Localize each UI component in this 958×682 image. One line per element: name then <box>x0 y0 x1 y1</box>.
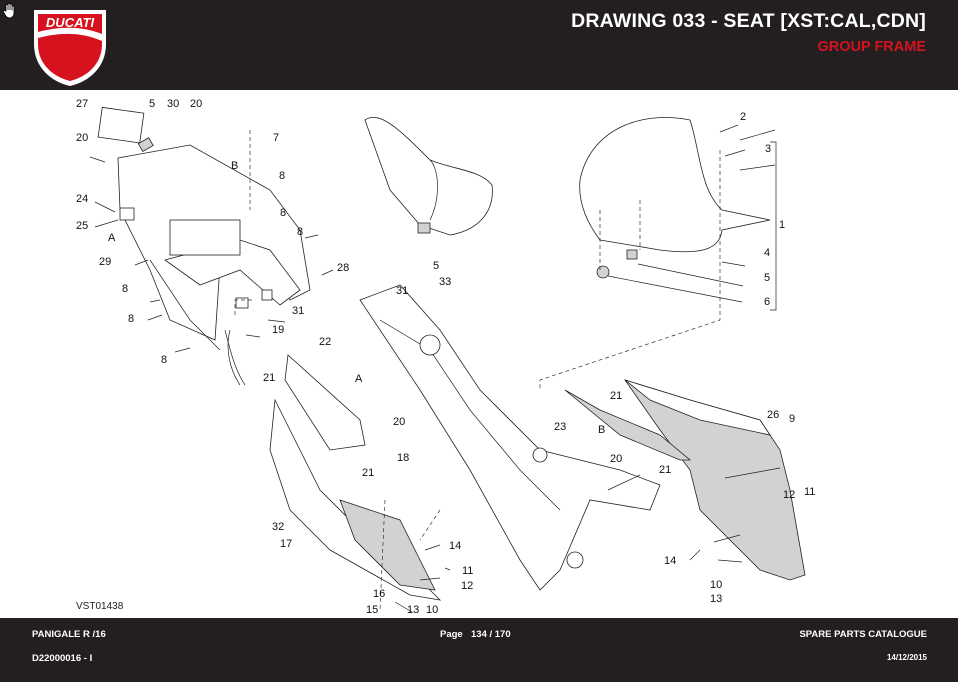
callout-13b[interactable]: 13 <box>710 593 722 605</box>
callout-8f[interactable]: 8 <box>161 354 167 366</box>
callout-5[interactable]: 5 <box>149 98 155 110</box>
callout-1[interactable]: 1 <box>779 219 785 231</box>
catalogue-code: D22000016 - I <box>32 653 93 664</box>
callout-33[interactable]: 33 <box>439 276 451 288</box>
callout-31a[interactable]: 31 <box>292 305 304 317</box>
callout-20c[interactable]: 20 <box>393 416 405 428</box>
callout-21d[interactable]: 21 <box>659 464 671 476</box>
seat-solo <box>364 117 493 236</box>
callout-13a[interactable]: 13 <box>407 604 419 616</box>
callout-16[interactable]: 16 <box>373 588 385 600</box>
callout-10b[interactable]: 10 <box>710 579 722 591</box>
drawing-title: DRAWING 033 - SEAT [XST:CAL,CDN] <box>571 10 926 32</box>
model-name: PANIGALE R /16 <box>32 629 106 640</box>
callout-22[interactable]: 22 <box>319 336 331 348</box>
callout-21b[interactable]: 21 <box>362 467 374 479</box>
ducati-logo[interactable]: DUCATI <box>30 4 110 88</box>
callout-11a[interactable]: 11 <box>462 565 473 577</box>
callout-8e[interactable]: 8 <box>128 313 134 325</box>
tail-frame-left <box>97 106 311 386</box>
callout-24[interactable]: 24 <box>76 193 88 205</box>
callout-b-top[interactable]: B <box>231 160 238 172</box>
callout-labels: 27 5 30 20 7 20 B 8 24 25 A 8 29 8 28 8 … <box>76 98 815 616</box>
callout-29[interactable]: 8 <box>280 207 286 219</box>
callout-b-right[interactable]: B <box>598 424 605 436</box>
callout-14a[interactable]: 14 <box>449 540 461 552</box>
callout-26[interactable]: 26 <box>767 409 779 421</box>
side-panel-right <box>564 379 806 581</box>
callout-6[interactable]: 6 <box>764 296 770 308</box>
callout-21a[interactable]: 21 <box>263 372 275 384</box>
callout-20b[interactable]: 20 <box>76 132 88 144</box>
callout-28[interactable]: 8 <box>122 283 128 295</box>
callout-7[interactable]: 7 <box>273 132 279 144</box>
group-subtitle: GROUP FRAME <box>817 39 927 55</box>
brand-logo-text: DUCATI <box>46 15 95 30</box>
callout-11b[interactable]: 11 <box>804 486 815 498</box>
subframe <box>359 284 661 591</box>
callout-15[interactable]: 15 <box>366 604 378 616</box>
callout-32[interactable]: 32 <box>272 521 284 533</box>
drawing-reference: VST01438 <box>76 601 124 612</box>
callout-2[interactable]: 2 <box>740 111 746 123</box>
callout-21c[interactable]: 21 <box>610 390 622 402</box>
page-label: Page <box>440 629 463 640</box>
callout-9[interactable]: 9 <box>789 413 795 425</box>
callout-a-mid[interactable]: A <box>355 373 363 385</box>
exploded-parts-drawing: 27 5 30 20 7 20 B 8 24 25 A 8 29 8 28 8 … <box>76 98 815 616</box>
callout-4[interactable]: 4 <box>764 247 770 259</box>
callout-20[interactable]: 20 <box>190 98 202 110</box>
footer-bar: PANIGALE R /16 D22000016 - I Page 134 / … <box>0 618 958 682</box>
callout-8a[interactable]: 8 <box>279 170 285 182</box>
seat-passenger <box>579 117 777 311</box>
callout-12a[interactable]: 12 <box>461 580 473 592</box>
callout-12b[interactable]: 12 <box>783 489 795 501</box>
callout-a-left[interactable]: A <box>108 232 116 244</box>
callout-23[interactable]: 23 <box>554 421 566 433</box>
catalogue-title: SPARE PARTS CATALOGUE <box>799 629 927 640</box>
callout-27[interactable]: 27 <box>76 98 88 110</box>
page-number: 134 / 170 <box>471 629 511 640</box>
callout-31b[interactable]: 31 <box>396 285 408 297</box>
callout-8c[interactable]: 8 <box>297 226 303 238</box>
header-bar: DUCATI DRAWING 033 - SEAT [XST:CAL,CDN] … <box>0 0 958 90</box>
side-panel-left <box>224 329 442 601</box>
callout-3[interactable]: 3 <box>765 143 771 155</box>
callout-10a[interactable]: 10 <box>426 604 438 616</box>
callout-30[interactable]: 30 <box>167 98 179 110</box>
callout-14b[interactable]: 14 <box>664 555 676 567</box>
callout-5c[interactable]: 5 <box>764 272 770 284</box>
callout-8d[interactable]: 28 <box>337 262 349 274</box>
callout-18[interactable]: 18 <box>397 452 409 464</box>
callout-19[interactable]: 19 <box>272 324 284 336</box>
callout-20d[interactable]: 20 <box>610 453 622 465</box>
assembly-guides <box>234 130 721 611</box>
callout-5b[interactable]: 5 <box>433 260 439 272</box>
callout-8b[interactable]: 29 <box>99 256 111 268</box>
callout-25[interactable]: 25 <box>76 220 88 232</box>
callout-17[interactable]: 17 <box>280 538 292 550</box>
hand-cursor-icon[interactable] <box>2 3 16 19</box>
leader-lines <box>89 124 781 613</box>
catalogue-date: 14/12/2015 <box>886 653 927 662</box>
